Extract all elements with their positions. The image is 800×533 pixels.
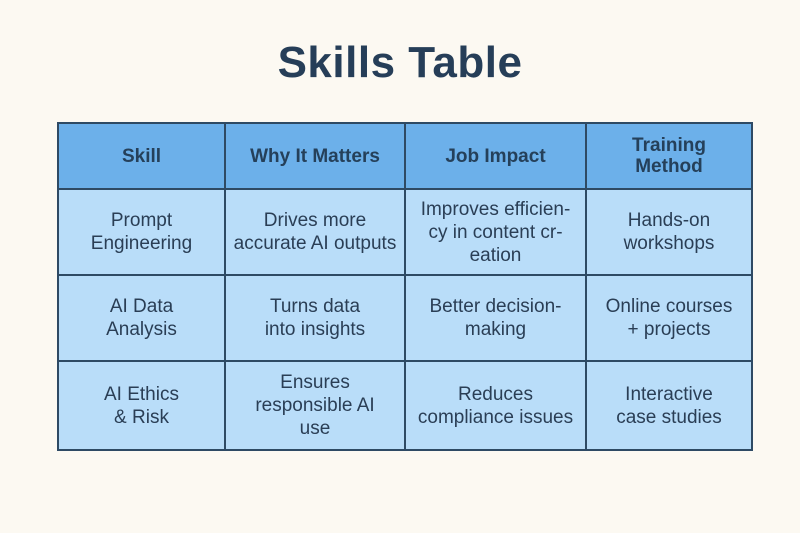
page-title: Skills Table: [277, 38, 523, 87]
cell-skill: AI Ethics & Risk: [57, 360, 226, 451]
cell-impact: Improves efficien- cy in content cr- eat…: [404, 188, 587, 276]
header-training-method: Training Method: [585, 122, 753, 190]
table-row: AI Ethics & Risk Ensures responsible AI …: [57, 360, 753, 451]
cell-why: Ensures responsible AI use: [224, 360, 406, 451]
cell-training: Online courses + projects: [585, 274, 753, 362]
cell-skill: AI Data Analysis: [57, 274, 226, 362]
table-row: AI Data Analysis Turns data into insight…: [57, 274, 753, 362]
cell-training: Interactive case studies: [585, 360, 753, 451]
header-row: Skill Why It Matters Job Impact Training…: [57, 122, 753, 190]
cell-impact: Reduces compliance issues: [404, 360, 587, 451]
cell-training: Hands-on workshops: [585, 188, 753, 276]
skills-table: Skill Why It Matters Job Impact Training…: [57, 122, 753, 451]
cell-why: Turns data into insights: [224, 274, 406, 362]
header-skill: Skill: [57, 122, 226, 190]
table-row: Prompt Engineering Drives more accurate …: [57, 188, 753, 276]
header-job-impact: Job Impact: [404, 122, 587, 190]
cell-impact: Better decision- making: [404, 274, 587, 362]
header-why-it-matters: Why It Matters: [224, 122, 406, 190]
cell-skill: Prompt Engineering: [57, 188, 226, 276]
cell-why: Drives more accurate AI outputs: [224, 188, 406, 276]
